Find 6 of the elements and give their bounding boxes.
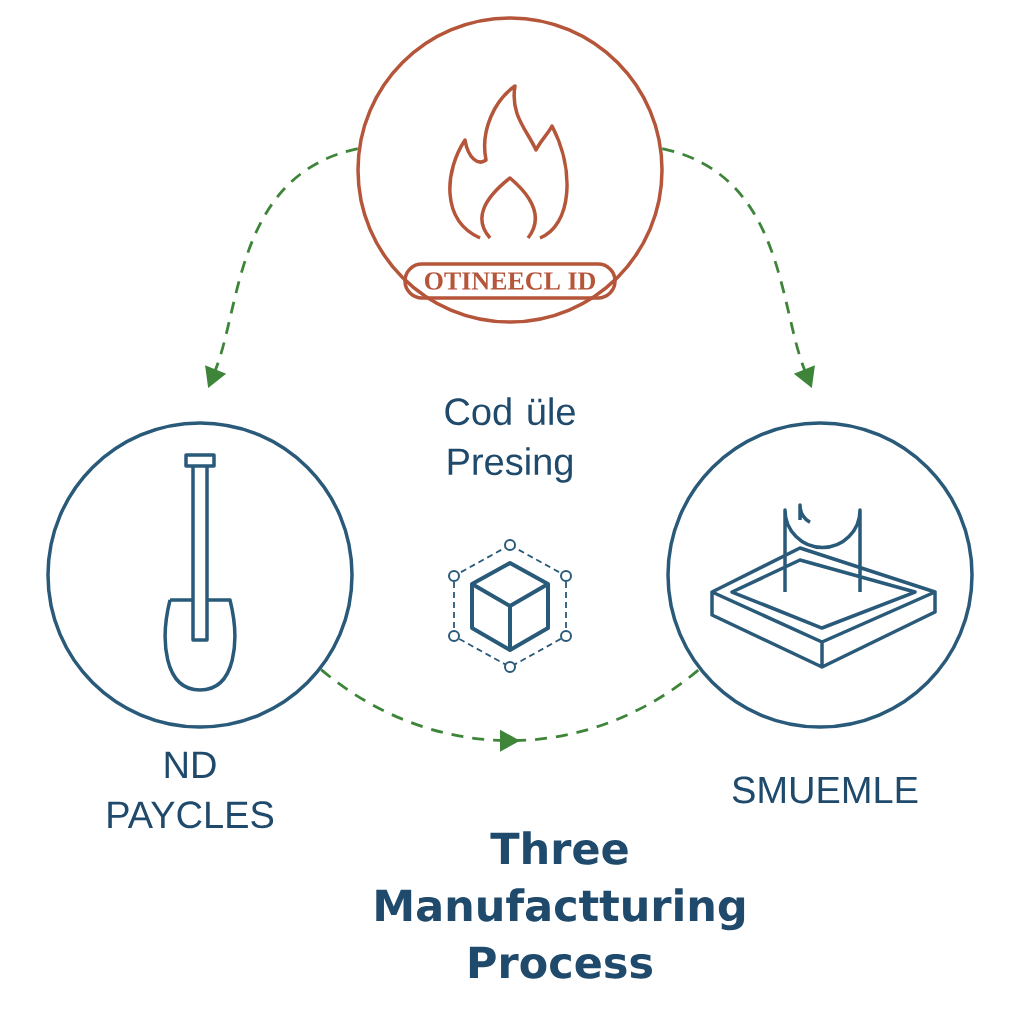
- title: Three Manufactturing Process: [376, 831, 745, 979]
- step-label: SMUEMLE: [732, 776, 918, 804]
- badge-label: OTINEECL ID: [403, 262, 617, 300]
- step-label: Cod üle Presing: [445, 397, 575, 483]
- step-label: ND PAYCLES: [108, 751, 274, 829]
- dashed-arrow: [320, 668, 700, 752]
